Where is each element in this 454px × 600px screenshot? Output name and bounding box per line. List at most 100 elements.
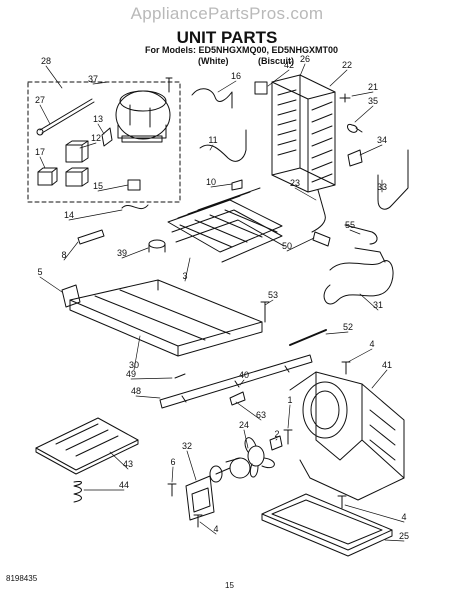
callout-22: 22 [342,60,352,70]
callout-8: 8 [61,250,66,260]
callout-39: 39 [117,248,127,258]
rail-40 [159,354,313,409]
callout-21: 21 [368,82,378,92]
callout-leader-52 [325,331,349,335]
doc-number: 8198435 [6,574,38,583]
grommet-clip [127,179,141,191]
callout-50: 50 [282,241,292,251]
drain-plate [35,417,139,475]
callout-leader-15 [97,184,129,192]
callout-leader-1 [287,404,291,429]
callout-13: 13 [93,114,103,124]
tube-23 [311,189,326,233]
clip-42 [254,81,268,95]
callout-4: 4 [369,339,374,349]
callout-leader-2 [275,438,278,441]
models-line: For Models: ED5NHGXMQ00, ED5NHGXMT00 [145,45,339,55]
callout-41: 41 [382,360,392,370]
condenser-coil [271,74,336,193]
screw-1 [283,429,293,445]
callout-leader-30 [133,335,141,371]
callout-44: 44 [119,480,129,490]
callout-leader-11 [209,144,214,151]
part-63 [229,391,246,406]
screw-21 [339,93,351,103]
callout-42: 42 [284,60,294,70]
callout-53: 53 [268,290,278,300]
compressor [115,90,171,143]
color-biscuit: (Biscuit) [258,56,294,66]
callout-63: 63 [256,410,266,420]
callout-26: 26 [300,54,310,64]
callout-11: 11 [208,135,217,145]
callout-37: 37 [88,74,98,84]
capacitor [65,167,89,187]
callout-leader-4 [347,348,373,363]
page-number: 15 [225,581,234,590]
callout-16: 16 [231,71,241,81]
callout-leader-55 [349,229,361,235]
part-5 [61,284,81,308]
callout-leader-41 [371,369,388,389]
callout-leader-50 [286,237,315,252]
bracket-clip [101,127,113,147]
callout-leader-23 [294,187,317,201]
callout-24: 24 [239,420,249,430]
callout-15: 15 [93,181,103,191]
drain-pan [261,493,393,557]
callout-3: 3 [182,271,187,281]
overload-protector [37,167,58,186]
callout-leader-5 [39,276,63,293]
callout-leader-4 [344,504,405,523]
tube-11 [199,129,247,162]
part-8 [77,229,105,245]
callout-55: 55 [345,220,355,230]
callout-leader-10 [210,183,233,188]
callout-32: 32 [182,441,192,451]
callout-leader-34 [359,144,383,156]
callout-leader-28 [45,65,63,89]
callout-leader-17 [39,156,46,169]
tube-16 [191,88,233,109]
wire-14 [121,204,149,210]
callout-leader-53 [264,299,274,306]
callout-48: 48 [131,386,141,396]
callout-leader-4 [199,521,217,535]
watermark: AppliancePartsPros.com [130,4,324,23]
part-50 [312,231,331,247]
color-white: (White) [198,56,229,66]
part-35 [347,123,363,133]
callout-leader-43 [109,451,129,470]
fan-motor [209,457,251,483]
callout-33: 33 [377,182,387,192]
screw-37 [165,77,173,93]
callout-leader-14 [68,209,123,221]
part-2 [269,435,283,451]
callout-30: 30 [129,360,139,370]
callout-leader-12 [79,142,97,149]
callout-25: 25 [399,531,409,541]
rod-52 [289,329,327,346]
callout-leader-21 [351,91,374,97]
callout-leader-31 [359,293,379,311]
callout-leader-25 [384,539,405,542]
callout-leader-35 [354,105,374,123]
screw-4b [341,361,351,375]
tube-33 [377,149,409,210]
callout-40: 40 [239,370,249,380]
bracket-32 [185,475,215,521]
callout-leader-13 [97,123,105,135]
callout-leader-39 [121,247,149,259]
clip-49 [174,373,186,379]
callout-1: 1 [287,395,292,405]
callout-leader-6 [171,466,174,483]
callout-leader-27 [39,104,51,125]
start-device-rod [36,98,95,136]
callout-leader-63 [235,401,262,421]
callout-43: 43 [123,459,133,469]
base-frame [69,279,263,357]
callout-leader-40 [239,379,245,386]
